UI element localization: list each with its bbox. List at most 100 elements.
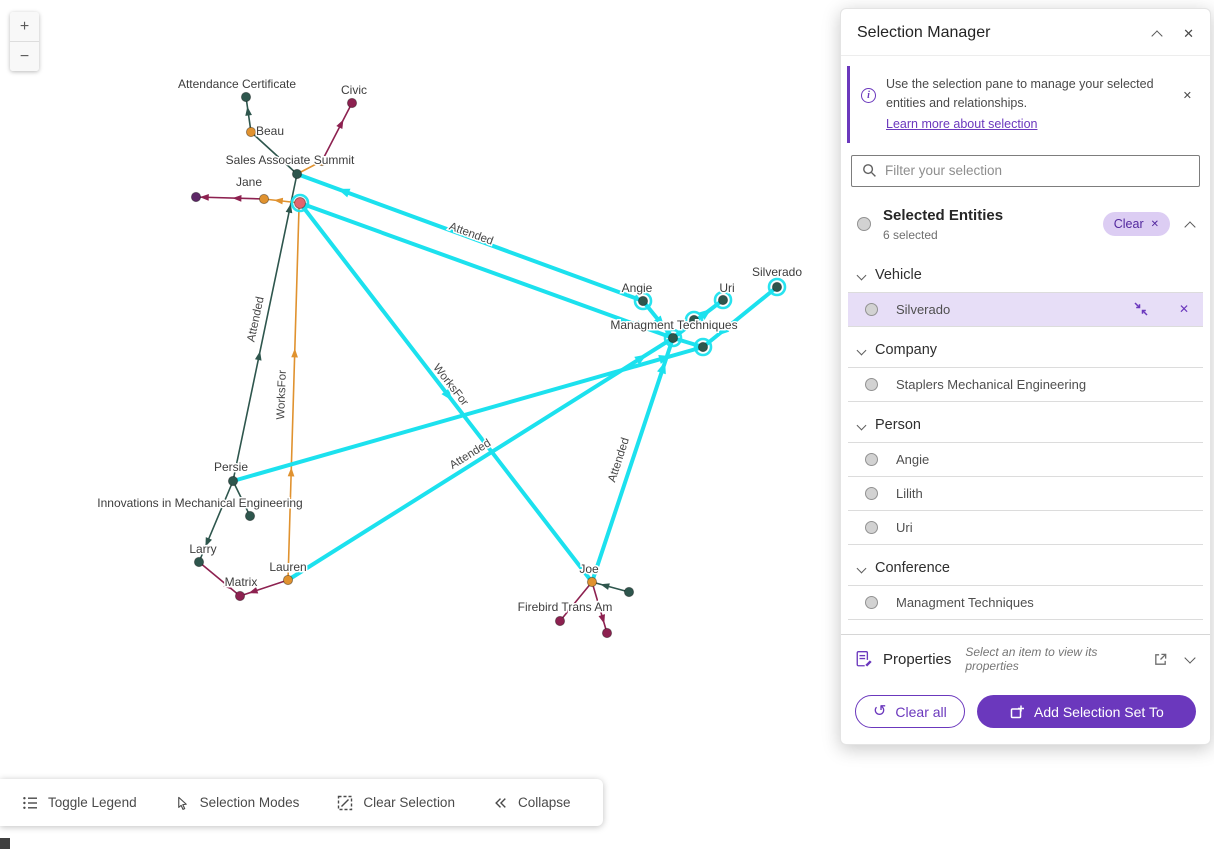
close-panel-icon[interactable]: ✕: [1183, 25, 1194, 41]
graph-node-firebird-trans-am[interactable]: [554, 615, 566, 627]
graph-node-innovations[interactable]: [244, 510, 256, 522]
edge-arrow-icon: [248, 587, 259, 594]
panel-header: Selection Manager ✕: [841, 9, 1210, 56]
graph-edge[interactable]: [198, 480, 234, 563]
toolbar-item-toggle-legend[interactable]: Toggle Legend: [22, 795, 137, 811]
graph-node-larry[interactable]: [193, 556, 205, 568]
graph-node-persie[interactable]: [227, 475, 239, 487]
graph-edge[interactable]: [591, 581, 608, 634]
node-label: Joe: [579, 562, 599, 576]
entity-row-silverado[interactable]: Silverado ✕: [848, 292, 1203, 327]
toolbar-item-clear-selection[interactable]: Clear Selection: [337, 795, 455, 811]
entity-select-circle[interactable]: [865, 302, 878, 316]
graph-node-node-plum[interactable]: [190, 191, 202, 203]
graph-node-attendance-certificate[interactable]: [240, 91, 252, 103]
graph-node-joe[interactable]: [586, 576, 598, 588]
group-header-company[interactable]: Company: [848, 327, 1203, 368]
entity-select-circle[interactable]: [865, 486, 878, 500]
graph-node-lauren[interactable]: [282, 574, 294, 586]
graph-edge[interactable]: [591, 581, 630, 593]
graph-edge[interactable]: [286, 336, 675, 582]
node-label: Sales Associate Summit: [226, 153, 355, 167]
graph-node-lilith[interactable]: [294, 197, 306, 209]
entity-select-circle[interactable]: [865, 452, 878, 466]
entity-label: Silverado: [896, 301, 951, 317]
expand-properties-icon[interactable]: [1184, 651, 1196, 664]
properties-bar[interactable]: Properties Select an item to view its pr…: [841, 634, 1210, 683]
legend-icon: [22, 795, 38, 811]
graph-node-uri[interactable]: [717, 294, 729, 306]
collapse-entities-icon[interactable]: [1184, 220, 1196, 233]
edge-arrow-icon: [254, 351, 262, 361]
graph-node-managment-techniques[interactable]: [667, 332, 679, 344]
select-all-circle[interactable]: [857, 217, 871, 231]
clear-selection-pill[interactable]: Clear ✕: [1102, 212, 1170, 236]
graph-node-staplers[interactable]: [697, 341, 709, 353]
filter-input[interactable]: [885, 163, 1199, 178]
edge-arrow-icon: [634, 354, 647, 365]
graph-edge[interactable]: [232, 480, 251, 517]
toolbar-item-collapse[interactable]: Collapse: [493, 795, 570, 810]
graph-edge[interactable]: [298, 201, 675, 340]
panel-footer: ↺ Clear all Add Selection Set To: [841, 683, 1210, 744]
graph-edge[interactable]: [239, 579, 289, 597]
clear-pill-label: Clear: [1113, 217, 1144, 231]
zoom-widget: + −: [10, 12, 39, 71]
graph-node-node-teal-east[interactable]: [623, 586, 635, 598]
group-header-conference[interactable]: Conference: [848, 545, 1203, 586]
learn-more-link[interactable]: Learn more about selection: [886, 116, 1038, 131]
node-label: Attendance Certificate: [178, 77, 296, 91]
graph-node-matrix[interactable]: [234, 590, 246, 602]
selection-halo: [290, 193, 310, 213]
graph-node-sales-associate-summit[interactable]: [291, 168, 303, 180]
graph-edge[interactable]: [701, 285, 779, 349]
graph-node-silverado[interactable]: [771, 281, 783, 293]
zoom-to-entity-icon[interactable]: [1133, 301, 1149, 317]
edge-arrow-icon: [291, 348, 298, 358]
remove-entity-icon[interactable]: ✕: [1178, 302, 1189, 316]
edge-arrow-icon: [566, 604, 575, 614]
properties-icon: [856, 651, 872, 667]
open-properties-icon[interactable]: [1153, 652, 1168, 667]
entity-row-angie[interactable]: Angie: [848, 443, 1203, 477]
graph-edge[interactable]: [559, 581, 593, 622]
graph-node-jane[interactable]: [258, 193, 270, 205]
group-header-vehicle[interactable]: Vehicle: [848, 252, 1203, 293]
graph-edge[interactable]: [198, 561, 241, 597]
add-selection-set-label: Add Selection Set To: [1034, 703, 1164, 720]
collapse-panel-icon[interactable]: [1151, 29, 1163, 42]
graph-edge[interactable]: [296, 160, 323, 175]
entity-select-circle[interactable]: [865, 520, 878, 534]
node-label: Matrix: [225, 575, 258, 589]
graph-edge[interactable]: [671, 336, 705, 349]
selection-halo: [713, 290, 733, 310]
graph-edge[interactable]: [321, 102, 353, 162]
entity-select-circle[interactable]: [865, 595, 878, 609]
graph-edge[interactable]: [250, 131, 298, 175]
group-header-person[interactable]: Person: [848, 402, 1203, 443]
graph-edge[interactable]: [232, 173, 298, 482]
graph-node-cluster-extra[interactable]: [688, 314, 700, 326]
graph-edge[interactable]: [295, 172, 645, 303]
graph-node-angie[interactable]: [637, 295, 649, 307]
entity-row-managment-techniques[interactable]: Managment Techniques: [848, 586, 1203, 620]
graph-node-civic[interactable]: [346, 97, 358, 109]
entity-row-uri[interactable]: Uri: [848, 511, 1203, 545]
entity-select-circle[interactable]: [865, 377, 878, 391]
node-label: Silverado: [752, 265, 802, 279]
clear-all-button[interactable]: ↺ Clear all: [855, 695, 965, 728]
zoom-out-button[interactable]: −: [10, 42, 39, 71]
graph-edge[interactable]: [671, 318, 696, 340]
entity-row-staplers-mechanical-engineering[interactable]: Staplers Mechanical Engineering: [848, 368, 1203, 402]
graph-edge[interactable]: [287, 207, 300, 581]
toolbar-item-selection-modes[interactable]: Selection Modes: [175, 795, 299, 811]
add-selection-set-button[interactable]: Add Selection Set To: [976, 695, 1196, 728]
graph-edge[interactable]: [590, 336, 675, 584]
graph-node-summit-2[interactable]: [316, 155, 328, 167]
zoom-in-button[interactable]: +: [10, 12, 39, 41]
graph-node-firebird-2[interactable]: [601, 627, 613, 639]
entity-row-lilith[interactable]: Lilith: [848, 477, 1203, 511]
graph-node-beau[interactable]: [245, 126, 257, 138]
dismiss-info-icon[interactable]: ✕: [1182, 90, 1192, 102]
